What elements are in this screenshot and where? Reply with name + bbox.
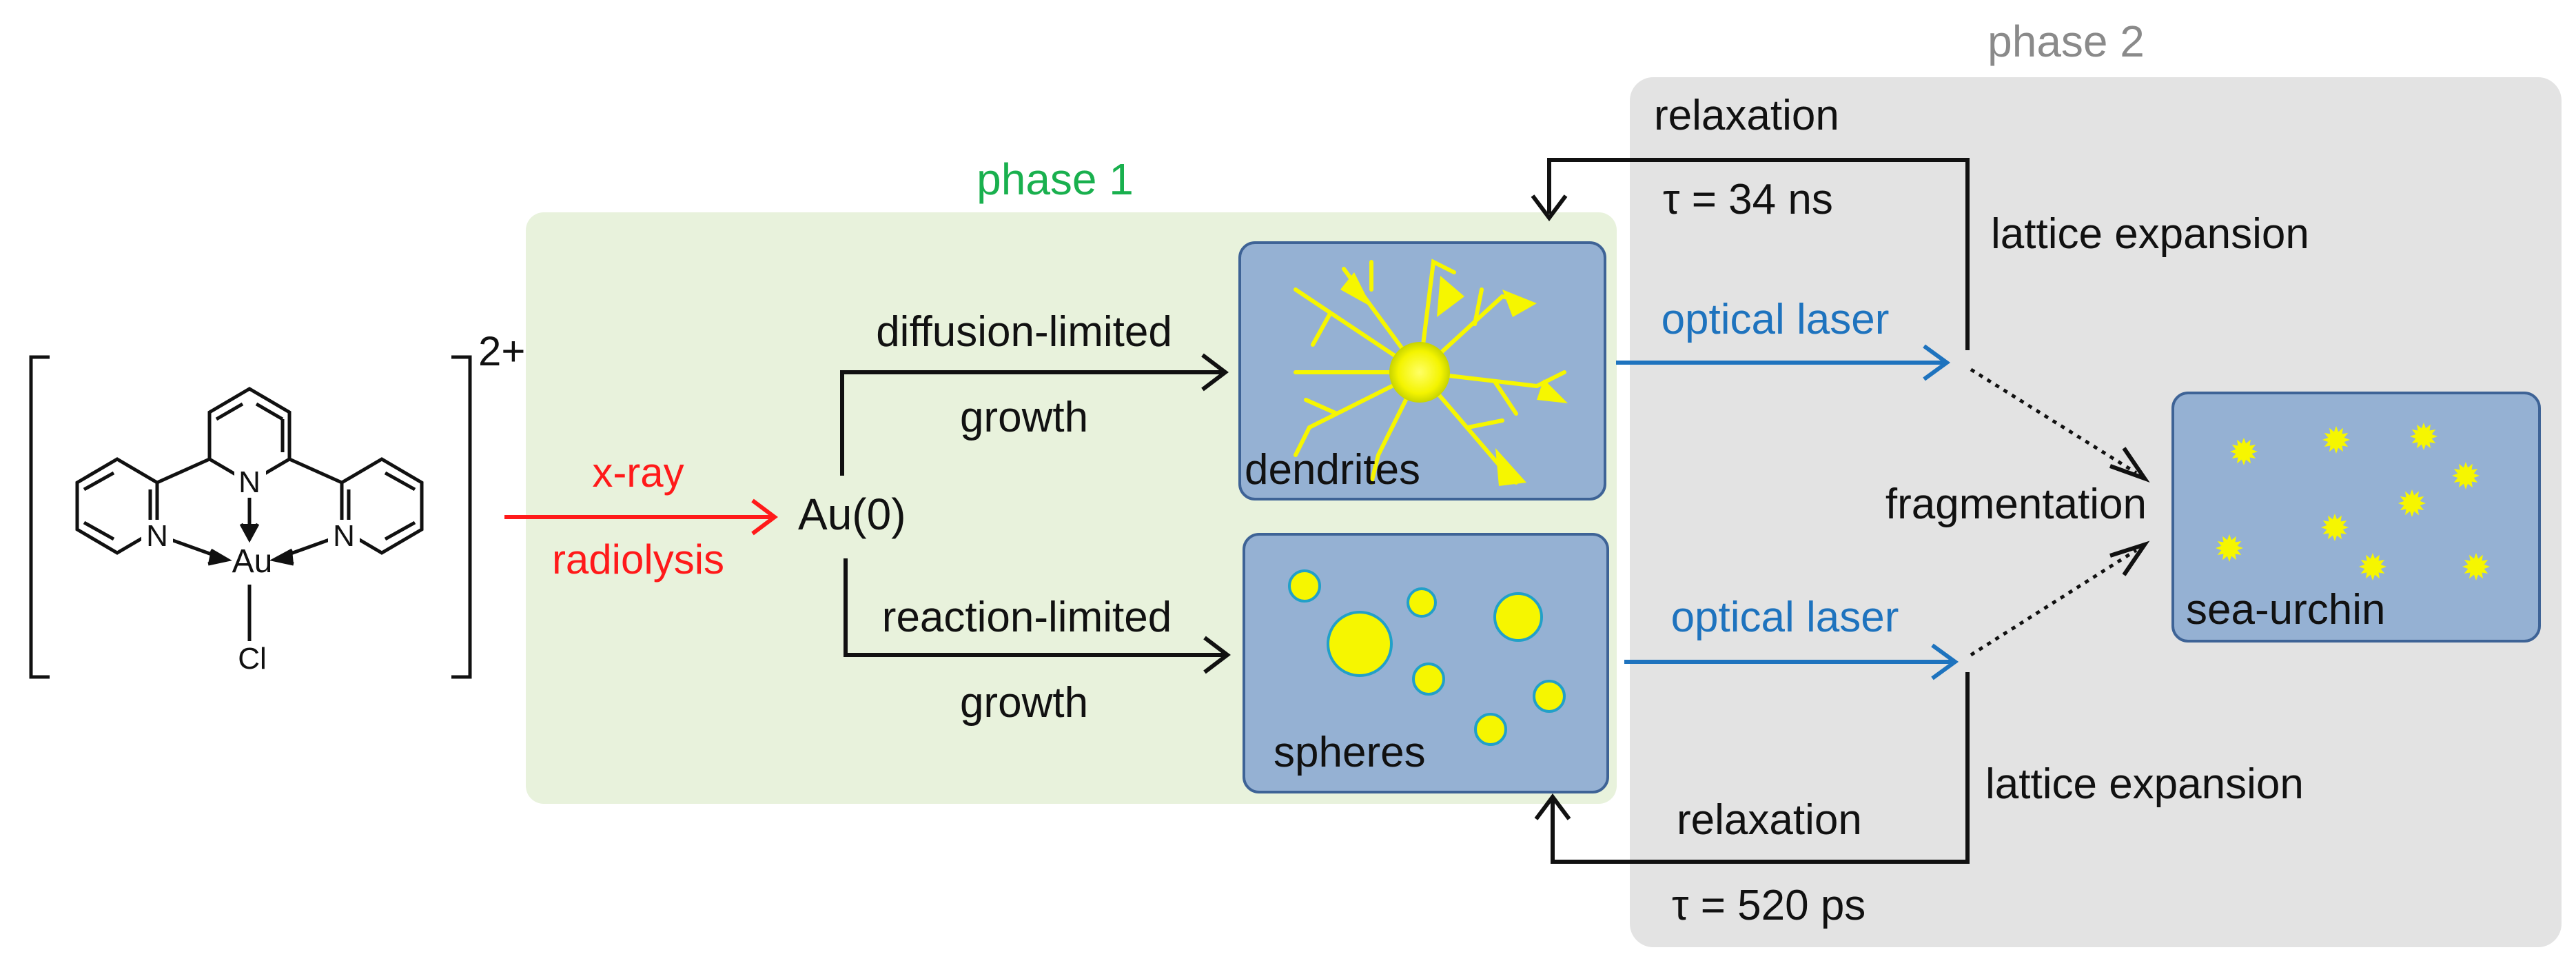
urchin-particle xyxy=(2398,489,2426,517)
complex-atom-labels: N N N Au Cl xyxy=(141,465,360,676)
urchin-particle xyxy=(2321,514,2349,541)
n-right: N xyxy=(333,519,355,553)
au-terpyridine-complex xyxy=(29,355,472,679)
urchin-particle xyxy=(2452,462,2480,489)
urchin-particle xyxy=(2410,423,2437,450)
lower-growth-arrow xyxy=(844,558,1225,657)
lattice-expansion-bottom-label: lattice expansion xyxy=(1985,760,2304,808)
urchin-particle xyxy=(2359,553,2386,580)
lower-growth-label: growth xyxy=(960,679,1088,727)
sea-urchin-label: sea-urchin xyxy=(2186,586,2385,634)
upper-growth-label: growth xyxy=(960,394,1088,441)
phase1-label: phase 1 xyxy=(977,154,1134,204)
complex-charge: 2+ xyxy=(478,328,525,374)
fragmentation-bottom-arrow xyxy=(1970,548,2138,657)
fragmentation-label: fragmentation xyxy=(1885,480,2147,528)
sphere-particle xyxy=(1474,713,1507,746)
laser-bottom-label: optical laser xyxy=(1671,594,1899,641)
sphere-particles xyxy=(1288,569,1566,746)
upper-growth-arrow xyxy=(840,370,1223,476)
relaxation-bottom-loop xyxy=(1551,672,1970,864)
sphere-particle xyxy=(1327,611,1393,677)
lattice-expansion-top-label: lattice expansion xyxy=(1991,210,2309,258)
cl-atom: Cl xyxy=(238,642,267,676)
sphere-particle xyxy=(1533,680,1566,713)
relaxation-bottom-label: relaxation xyxy=(1677,796,1862,844)
n-left: N xyxy=(146,519,168,553)
urchin-particle xyxy=(2462,553,2490,580)
urchin-particles xyxy=(2216,423,2490,580)
spheres-label: spheres xyxy=(1274,729,1426,776)
sphere-particle xyxy=(1407,587,1437,618)
sphere-particle xyxy=(1288,569,1321,603)
urchin-particle xyxy=(2322,426,2350,454)
phase2-label: phase 2 xyxy=(1987,17,2145,66)
fragmentation-top-arrow xyxy=(1970,367,2138,475)
sphere-particle xyxy=(1493,592,1543,642)
left-bracket xyxy=(29,355,50,679)
diffusion-limited-label: diffusion-limited xyxy=(876,308,1172,356)
xray-label: x-ray xyxy=(592,449,684,496)
au-atom: Au xyxy=(232,543,273,580)
spheres-box: spheres xyxy=(1243,533,1609,793)
relaxation-top-loop xyxy=(1547,158,1970,350)
dendrites-label: dendrites xyxy=(1245,446,1420,494)
reaction-limited-label: reaction-limited xyxy=(882,594,1172,641)
urchin-particle xyxy=(2216,534,2243,562)
au0-label: Au(0) xyxy=(798,489,906,539)
dendrite-core xyxy=(1389,342,1450,403)
sphere-particle xyxy=(1412,662,1445,696)
laser-top-label: optical laser xyxy=(1662,296,1890,343)
dendrites-box: dendrites xyxy=(1238,241,1606,500)
phase2-region xyxy=(1630,77,2562,947)
right-bracket xyxy=(451,355,472,679)
dendrite-branches xyxy=(1294,259,1568,486)
radiolysis-label: radiolysis xyxy=(552,536,724,583)
urchin-particle xyxy=(2230,438,2258,465)
relaxation-top-label: relaxation xyxy=(1654,92,1839,139)
sea-urchin-box: sea-urchin xyxy=(2171,392,2541,643)
n-center: N xyxy=(238,465,260,499)
tau-top-label: τ = 34 ns xyxy=(1663,176,1833,223)
tau-bottom-label: τ = 520 ps xyxy=(1672,882,1865,929)
